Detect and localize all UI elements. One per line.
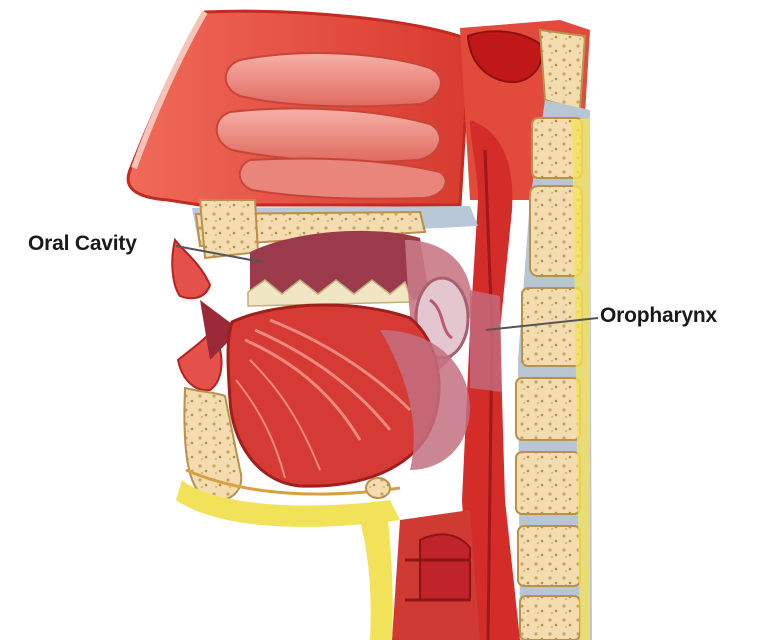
oral-cavity-label: Oral Cavity [28,232,137,256]
nasal-turbinates [217,53,446,199]
oropharynx-label: Oropharynx [600,304,717,328]
larynx [360,510,480,640]
